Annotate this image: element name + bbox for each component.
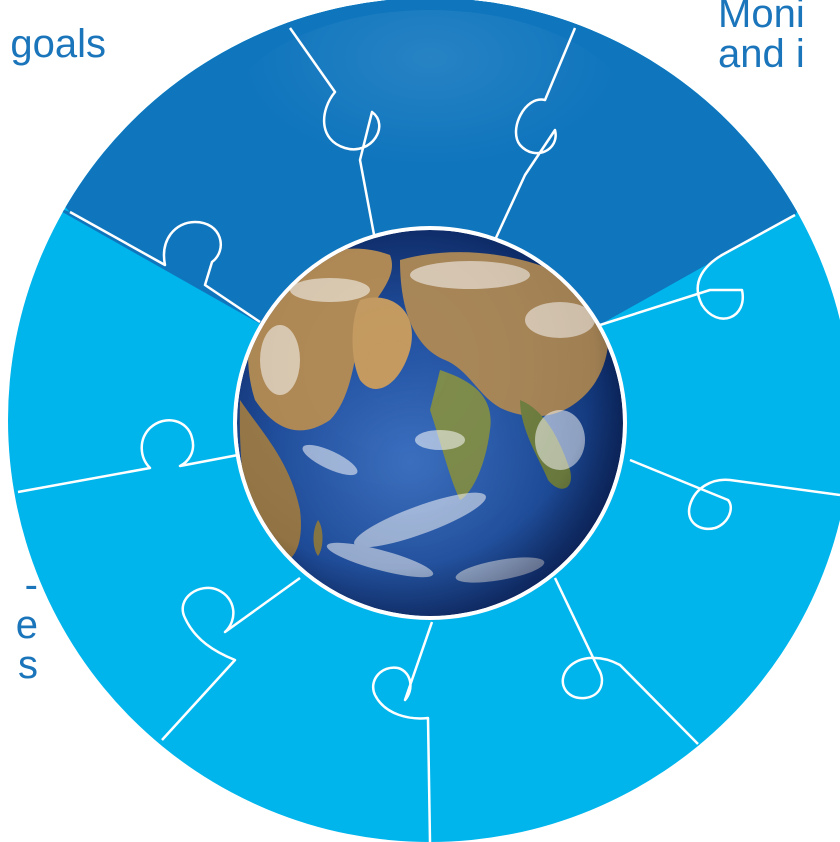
puzzle-seams <box>17 27 840 842</box>
label-goals: - goals <box>0 22 107 66</box>
glow-overlay <box>220 10 640 250</box>
seam-lower-right <box>553 577 699 745</box>
seam-upper-right <box>599 213 796 327</box>
seam-top-right <box>493 27 577 241</box>
label-monitor-line2: and i <box>718 32 805 76</box>
seam-top-left <box>288 27 381 241</box>
label-monitor-line1: Moni <box>718 0 805 36</box>
seam-upper-left <box>69 210 261 324</box>
seam-right <box>629 458 840 531</box>
earth-globe-icon <box>233 226 627 620</box>
label-left: - e s <box>16 565 38 685</box>
label-left-line1: - <box>24 563 38 607</box>
seam-left <box>17 419 239 494</box>
label-monitor: Moni and i <box>718 0 805 74</box>
seam-lower-left <box>161 576 301 741</box>
label-left-line2: e <box>15 603 38 647</box>
seam-bottom <box>372 621 434 842</box>
label-left-line3: s <box>18 643 38 687</box>
